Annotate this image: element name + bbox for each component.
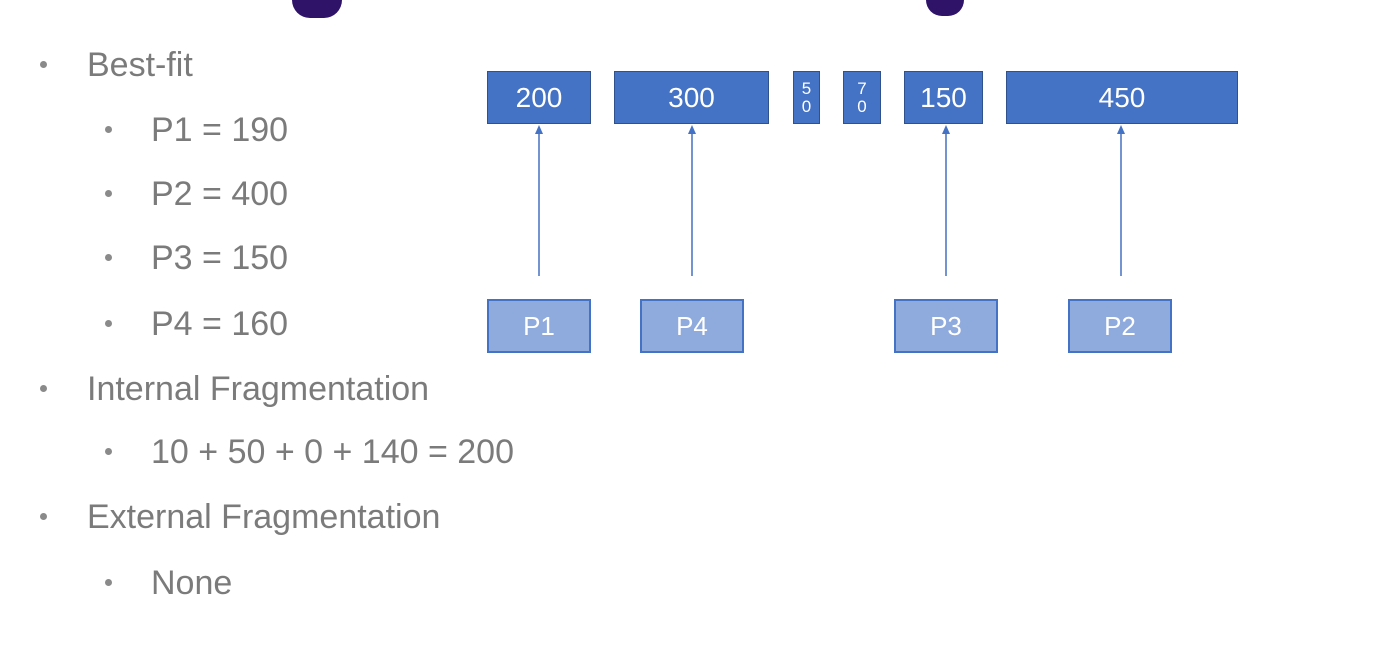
bullet-dot: [40, 61, 47, 68]
process-label: P3: [930, 310, 962, 341]
title-descender-1: [292, 0, 342, 18]
bullet-text: P4 = 160: [151, 305, 289, 343]
memory-block: 5 0: [793, 71, 820, 124]
memory-block-label-digit: 7: [857, 78, 867, 98]
process-label: P1: [523, 310, 555, 341]
bullet-dot: [105, 448, 112, 455]
bullet-text: 10 + 50 + 0 + 140 = 200: [151, 433, 514, 471]
memory-block: 150: [904, 71, 983, 124]
process-label: P4: [676, 310, 708, 341]
memory-block-label: 150: [920, 81, 967, 113]
bullet-text: Internal Fragmentation: [87, 370, 430, 408]
process-block: P2: [1068, 299, 1172, 353]
bullet-dot: [105, 320, 112, 327]
memory-block-label-digit: 0: [801, 96, 812, 116]
process-block: P1: [487, 299, 591, 353]
arrowhead-p3: [942, 125, 950, 134]
arrowhead-p2: [1117, 125, 1125, 134]
memory-block-label-digit: 5: [801, 78, 812, 98]
arrowhead-p4: [688, 125, 696, 134]
memory-block-label: 300: [668, 81, 715, 113]
process-label: P2: [1104, 310, 1136, 341]
memory-block: 200: [487, 71, 591, 124]
memory-block: 7 0: [843, 71, 881, 124]
bullet-text: None: [151, 564, 233, 602]
bullet-dot: [40, 385, 47, 392]
bullet-text: External Fragmentation: [87, 498, 441, 536]
bullet-dot: [105, 579, 112, 586]
bullet-text: P1 = 190: [151, 111, 289, 149]
memory-block: 450: [1006, 71, 1238, 124]
bullet-dot: [105, 126, 112, 133]
bullet-dot: [105, 254, 112, 261]
memory-block: 300: [614, 71, 769, 124]
memory-block-label: 200: [515, 81, 563, 113]
bullet-dot: [40, 513, 47, 520]
bullet-text: P3 = 150: [151, 239, 289, 277]
bullet-list: Best-fit P1 = 190 P2 = 400 P3 = 150 P4 =…: [0, 0, 600, 653]
bullet-dot: [105, 190, 112, 197]
arrowhead-p1: [535, 125, 543, 134]
bullet-text: Best-fit: [87, 46, 193, 84]
memory-block-label: 450: [1098, 81, 1146, 113]
process-block: P4: [640, 299, 744, 353]
bullet-text: P2 = 400: [151, 175, 289, 213]
memory-block-label-digit: 0: [857, 96, 867, 116]
title-fragment: [0, 0, 1380, 22]
title-descender-2: [926, 0, 964, 16]
process-block: P3: [894, 299, 998, 353]
